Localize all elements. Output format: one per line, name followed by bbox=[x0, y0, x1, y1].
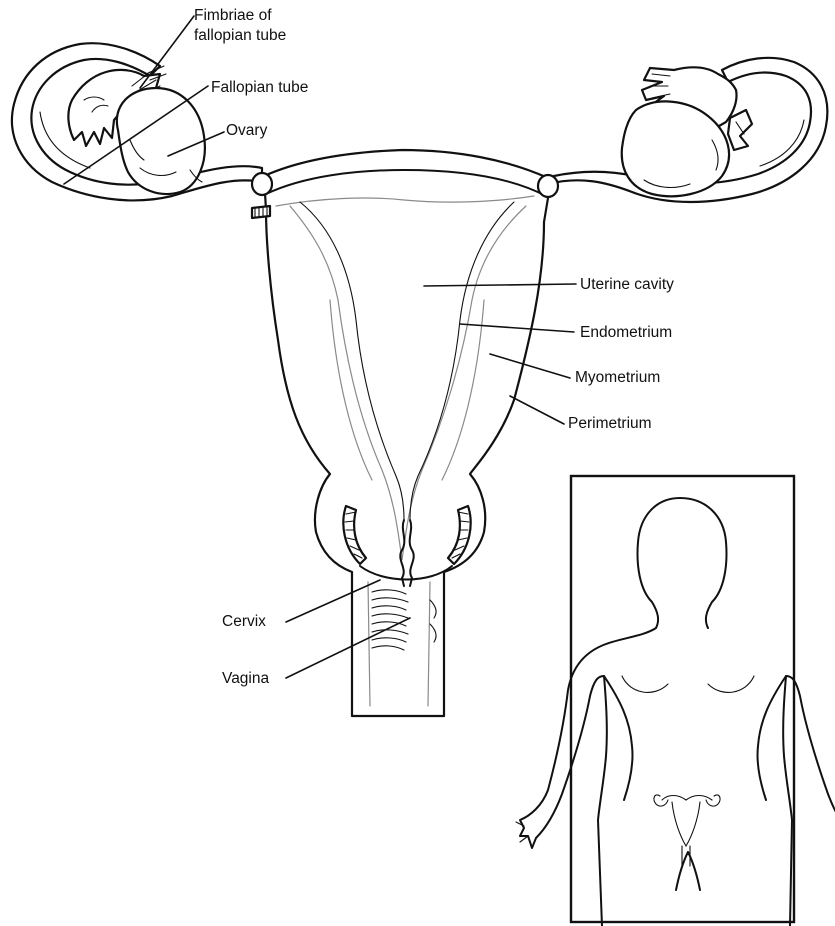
uterus bbox=[252, 150, 558, 716]
label-fimbriae-line1: Fimbriae of bbox=[194, 7, 272, 24]
label-fallopian-tube: Fallopian tube bbox=[211, 79, 308, 96]
left-cornu bbox=[252, 173, 272, 195]
right-cornu bbox=[538, 175, 558, 197]
label-cervix: Cervix bbox=[222, 613, 266, 630]
label-uterine-cavity: Uterine cavity bbox=[580, 276, 674, 293]
label-perimetrium: Perimetrium bbox=[568, 415, 652, 432]
perimetrium-leader bbox=[510, 396, 564, 424]
label-myometrium: Myometrium bbox=[575, 369, 660, 386]
fimbriae-leader bbox=[140, 16, 194, 88]
label-endometrium: Endometrium bbox=[580, 324, 672, 341]
label-ovary: Ovary bbox=[226, 122, 268, 139]
perimetrium-wall bbox=[264, 150, 551, 716]
label-fimbriae-line2: fallopian tube bbox=[194, 27, 286, 44]
label-vagina: Vagina bbox=[222, 670, 269, 687]
body-location-inset bbox=[516, 476, 835, 926]
left-ovary bbox=[117, 88, 205, 194]
